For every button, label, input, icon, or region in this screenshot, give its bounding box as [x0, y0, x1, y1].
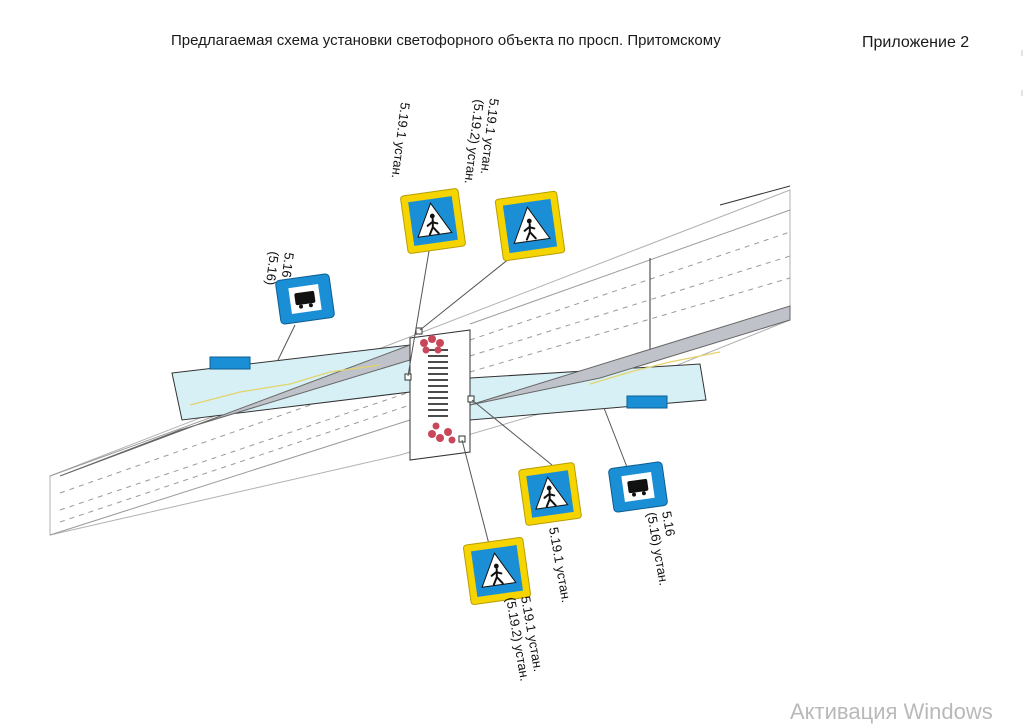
- appendix-label: Приложение 2: [862, 34, 970, 51]
- sign-pedestrian-crossing-bottom-middle: [518, 462, 582, 526]
- bus-stop-marker-right: [626, 395, 668, 409]
- page-title: Предлагаемая схема установки светофорног…: [171, 32, 721, 49]
- label-bottom-middle-line1: 5.19.1 устан.: [546, 526, 574, 604]
- bus-platform-right: [469, 305, 791, 421]
- label-bus-left-line2: (5.16): [263, 251, 282, 287]
- bus-icon: [294, 290, 316, 306]
- bus-stop-marker-left: [209, 356, 251, 370]
- sign-bus-stop-left: [275, 273, 335, 325]
- label-bus-right-line1: 5.16: [659, 510, 678, 538]
- label-bus-left-line1: 5.16: [279, 252, 297, 279]
- sign-pedestrian-crossing-top-left: [400, 188, 466, 254]
- pedestrian-crossing: [404, 327, 475, 461]
- sign-pedestrian-crossing-top-right: [494, 190, 566, 262]
- sign-pedestrian-crossing-bottom-left: [463, 537, 531, 605]
- sign-leader-lines: [277, 244, 633, 549]
- sign-bus-stop-right: [608, 461, 668, 513]
- label-top-left-line1: 5.19.1 устан.: [389, 102, 413, 180]
- traffic-light-top: [420, 335, 444, 354]
- traffic-light-bottom: [428, 422, 456, 444]
- bus-icon: [627, 478, 649, 494]
- bus-bay-right: [469, 305, 791, 406]
- windows-activation-watermark: Активация Windows: [790, 699, 993, 724]
